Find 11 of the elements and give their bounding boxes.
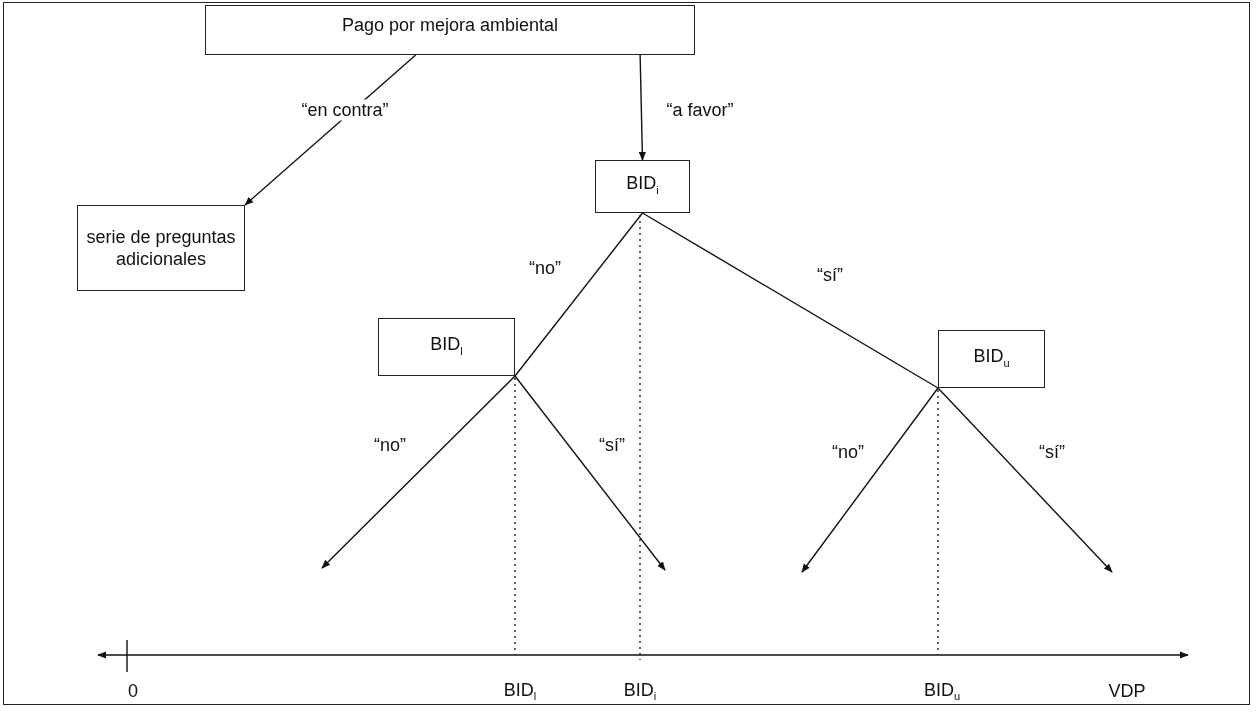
arrow	[514, 375, 666, 571]
arrow	[937, 387, 1113, 573]
bid-box: BID$_{l}$	[378, 318, 515, 376]
bid-box: BID$_{u}$	[938, 330, 1045, 388]
arrow	[321, 375, 516, 569]
arrow	[638, 54, 646, 161]
process-box: Pago por mejora ambiental	[205, 5, 695, 55]
edge-label: “en contra”	[299, 99, 391, 121]
bid-box: BID$_{i}$	[595, 160, 690, 213]
arrow	[801, 387, 939, 573]
process-box: serie de preguntas adicionales	[77, 205, 245, 291]
